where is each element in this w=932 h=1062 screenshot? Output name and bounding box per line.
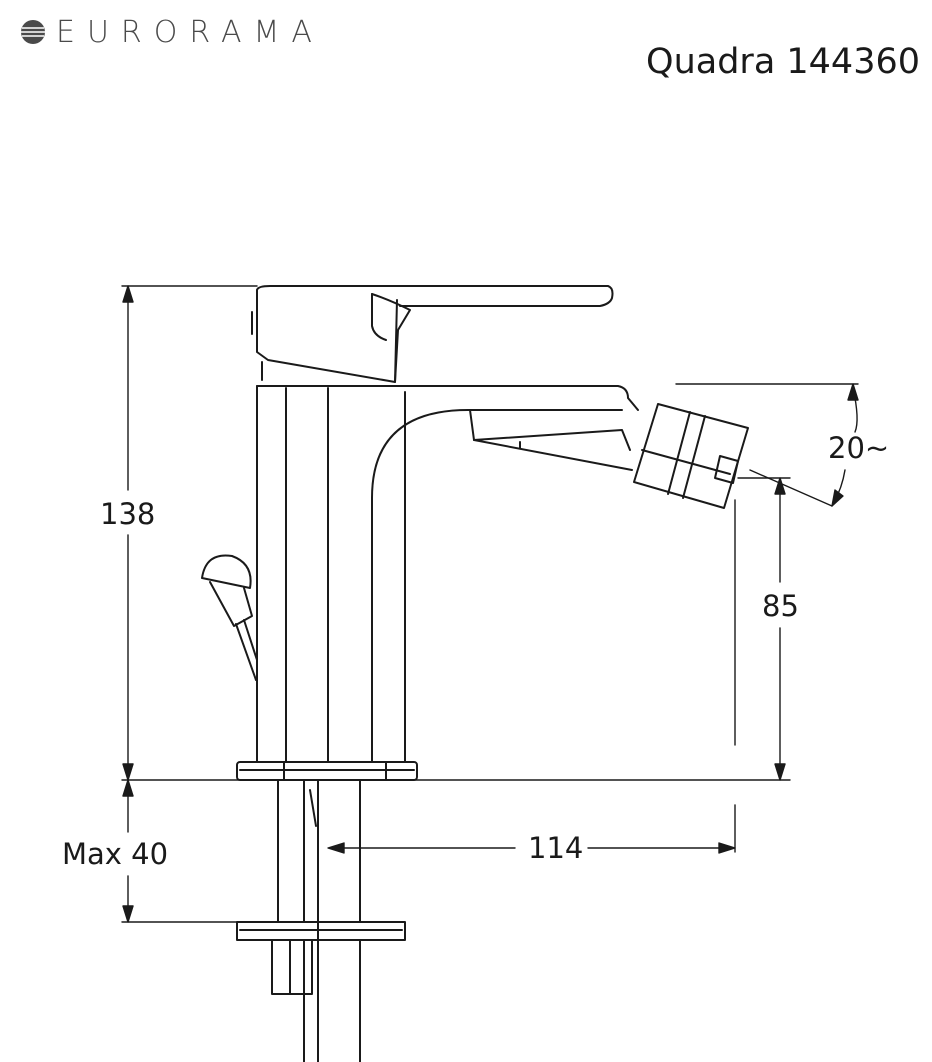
dim-spout-angle: 20~	[828, 431, 889, 465]
dim-spout-height: 85	[762, 589, 799, 623]
mounting-rod	[236, 779, 406, 1062]
bidet-spout	[371, 385, 749, 763]
globe-logo-icon	[21, 20, 45, 44]
dim-total-height: 138	[100, 497, 155, 531]
base-flange	[236, 761, 418, 781]
dim-max-deck: Max 40	[62, 837, 168, 871]
brand-name: EURORAMA	[56, 14, 324, 50]
dimension-lines	[121, 285, 859, 923]
brand-logo: EURORAMA	[18, 14, 324, 50]
lever-handle	[251, 285, 614, 383]
popup-knob	[201, 554, 258, 681]
product-title: Quadra 144360	[646, 42, 920, 82]
dim-spout-reach: 114	[528, 831, 583, 865]
faucet-body	[256, 385, 406, 763]
